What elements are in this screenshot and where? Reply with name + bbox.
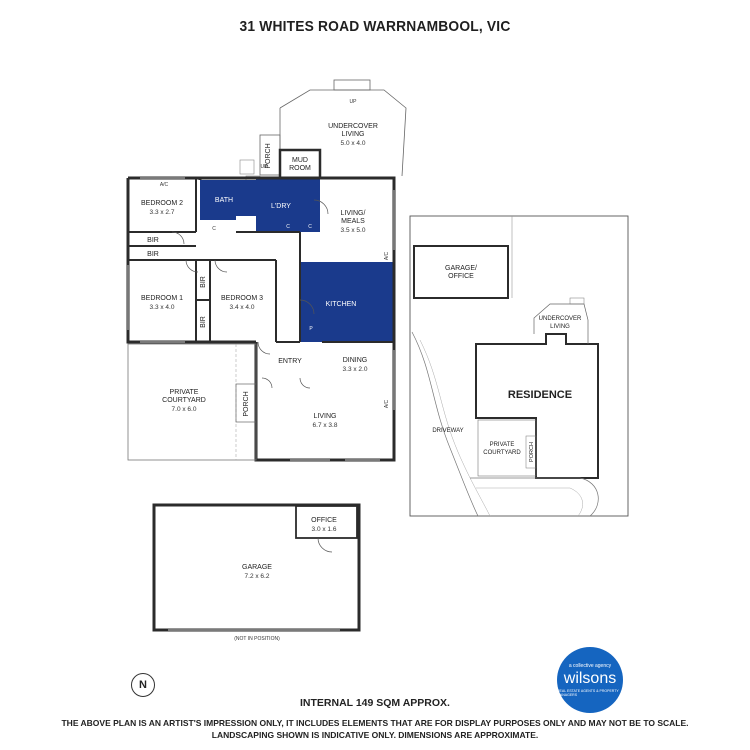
logo-subtitle: REAL ESTATE AGENTS & PROPERTY MANAGERS xyxy=(557,689,619,697)
room-label-bir1: BIR xyxy=(147,237,159,244)
cupboard-marker-1: C xyxy=(286,224,290,230)
up-marker: UP xyxy=(350,99,358,105)
ac-marker-bedroom2: A/C xyxy=(160,182,169,188)
room-label-bir4: BIR xyxy=(200,316,207,328)
room-label-bedroom3: BEDROOM 3 xyxy=(221,295,263,302)
room-label-bedroom1: BEDROOM 1 xyxy=(141,295,183,302)
room-label-garage: GARAGE xyxy=(242,564,272,571)
room-label-living-meals-1: LIVING/ xyxy=(341,210,366,217)
room-label-bath: BATH xyxy=(215,197,233,204)
room-label-mud-room-2: ROOM xyxy=(289,165,311,172)
site-label-courtyard-2: COURTYARD xyxy=(483,450,521,456)
site-label-undercover-1: UNDERCOVER xyxy=(539,316,582,322)
site-label-courtyard-1: PRIVATE xyxy=(490,442,515,448)
page-title: 31 WHITES ROAD WARRNAMBOOL, VIC xyxy=(239,18,511,35)
room-label-living-meals-2: MEALS xyxy=(341,218,365,225)
site-label-porch: PORCH xyxy=(529,442,535,462)
room-label-undercover-living-1: UNDERCOVER xyxy=(328,123,378,130)
site-label-driveway: DRIVEWAY xyxy=(432,428,463,434)
room-label-undercover-living-2: LIVING xyxy=(342,131,365,138)
ac-marker-dining: A/C xyxy=(384,399,390,408)
room-dim-bedroom1: 3.3 x 4.0 xyxy=(150,304,175,311)
room-dim-dining: 3.3 x 2.0 xyxy=(343,366,368,373)
room-label-bir3: BIR xyxy=(200,276,207,288)
pantry-marker: P xyxy=(309,326,313,332)
room-label-office: OFFICE xyxy=(311,517,337,524)
room-label-porch-side: PORCH xyxy=(243,391,250,416)
not-in-position-note: (NOT IN POSITION) xyxy=(234,636,280,642)
internal-area: INTERNAL 149 SQM APPROX. xyxy=(300,697,450,709)
kitchen-area xyxy=(300,262,394,342)
windows xyxy=(127,177,395,461)
room-label-porch-top: PORCH xyxy=(265,143,272,168)
room-dim-bedroom3: 3.4 x 4.0 xyxy=(230,304,255,311)
interior-walls xyxy=(128,178,394,343)
room-label-dining: DINING xyxy=(343,357,368,364)
room-label-entry: ENTRY xyxy=(278,358,302,365)
site-garage-office xyxy=(413,245,509,299)
logo-tagline: a collective agency xyxy=(568,663,612,669)
site-label-undercover-2: LIVING xyxy=(550,324,570,330)
site-label-garage-office-1: GARAGE/ xyxy=(445,265,477,272)
room-dim-living: 6.7 x 3.8 xyxy=(313,422,338,429)
room-label-bir2: BIR xyxy=(147,251,159,258)
office-walls xyxy=(295,505,358,539)
disclaimer-line-2: LANDSCAPING SHOWN IS INDICATIVE ONLY. DI… xyxy=(211,730,539,740)
disclaimer-line-1: THE ABOVE PLAN IS AN ARTIST'S IMPRESSION… xyxy=(61,718,689,728)
logo-name: wilsons xyxy=(563,670,617,687)
doors xyxy=(171,199,329,389)
room-label-courtyard-1: PRIVATE xyxy=(170,389,199,396)
site-residence xyxy=(475,333,599,479)
room-dim-garage: 7.2 x 6.2 xyxy=(245,573,270,580)
room-dim-courtyard: 7.0 x 6.0 xyxy=(172,406,197,413)
laundry-area xyxy=(256,178,320,232)
cupboard-marker-3: C xyxy=(212,226,216,232)
room-dim-undercover-living: 5.0 x 4.0 xyxy=(341,140,366,147)
room-label-living: LIVING xyxy=(314,413,337,420)
wc-area xyxy=(236,180,256,216)
porch-side xyxy=(235,383,257,423)
room-dim-office: 3.0 x 1.6 xyxy=(312,526,337,533)
room-label-laundry: L'DRY xyxy=(271,203,291,210)
room-label-kitchen: KITCHEN xyxy=(326,301,357,308)
room-label-courtyard-2: COURTYARD xyxy=(162,397,206,404)
bath-area xyxy=(200,180,236,220)
room-dim-living-meals: 3.5 x 5.0 xyxy=(341,227,366,234)
up-marker-porch: UP xyxy=(261,164,269,170)
site-label-residence: RESIDENCE xyxy=(508,389,572,401)
site-plan xyxy=(409,215,629,517)
room-label-bedroom2: BEDROOM 2 xyxy=(141,200,183,207)
mud-room xyxy=(278,148,322,180)
agency-logo: a collective agency wilsons REAL ESTATE … xyxy=(557,647,623,713)
ac-marker-living: A/C xyxy=(384,251,390,260)
room-label-mud-room-1: MUD xyxy=(292,157,308,164)
site-label-garage-office-2: OFFICE xyxy=(448,273,474,280)
room-dim-bedroom2: 3.3 x 2.7 xyxy=(150,209,175,216)
north-compass-icon: N xyxy=(131,673,155,697)
cupboard-marker-2: C xyxy=(308,224,312,230)
